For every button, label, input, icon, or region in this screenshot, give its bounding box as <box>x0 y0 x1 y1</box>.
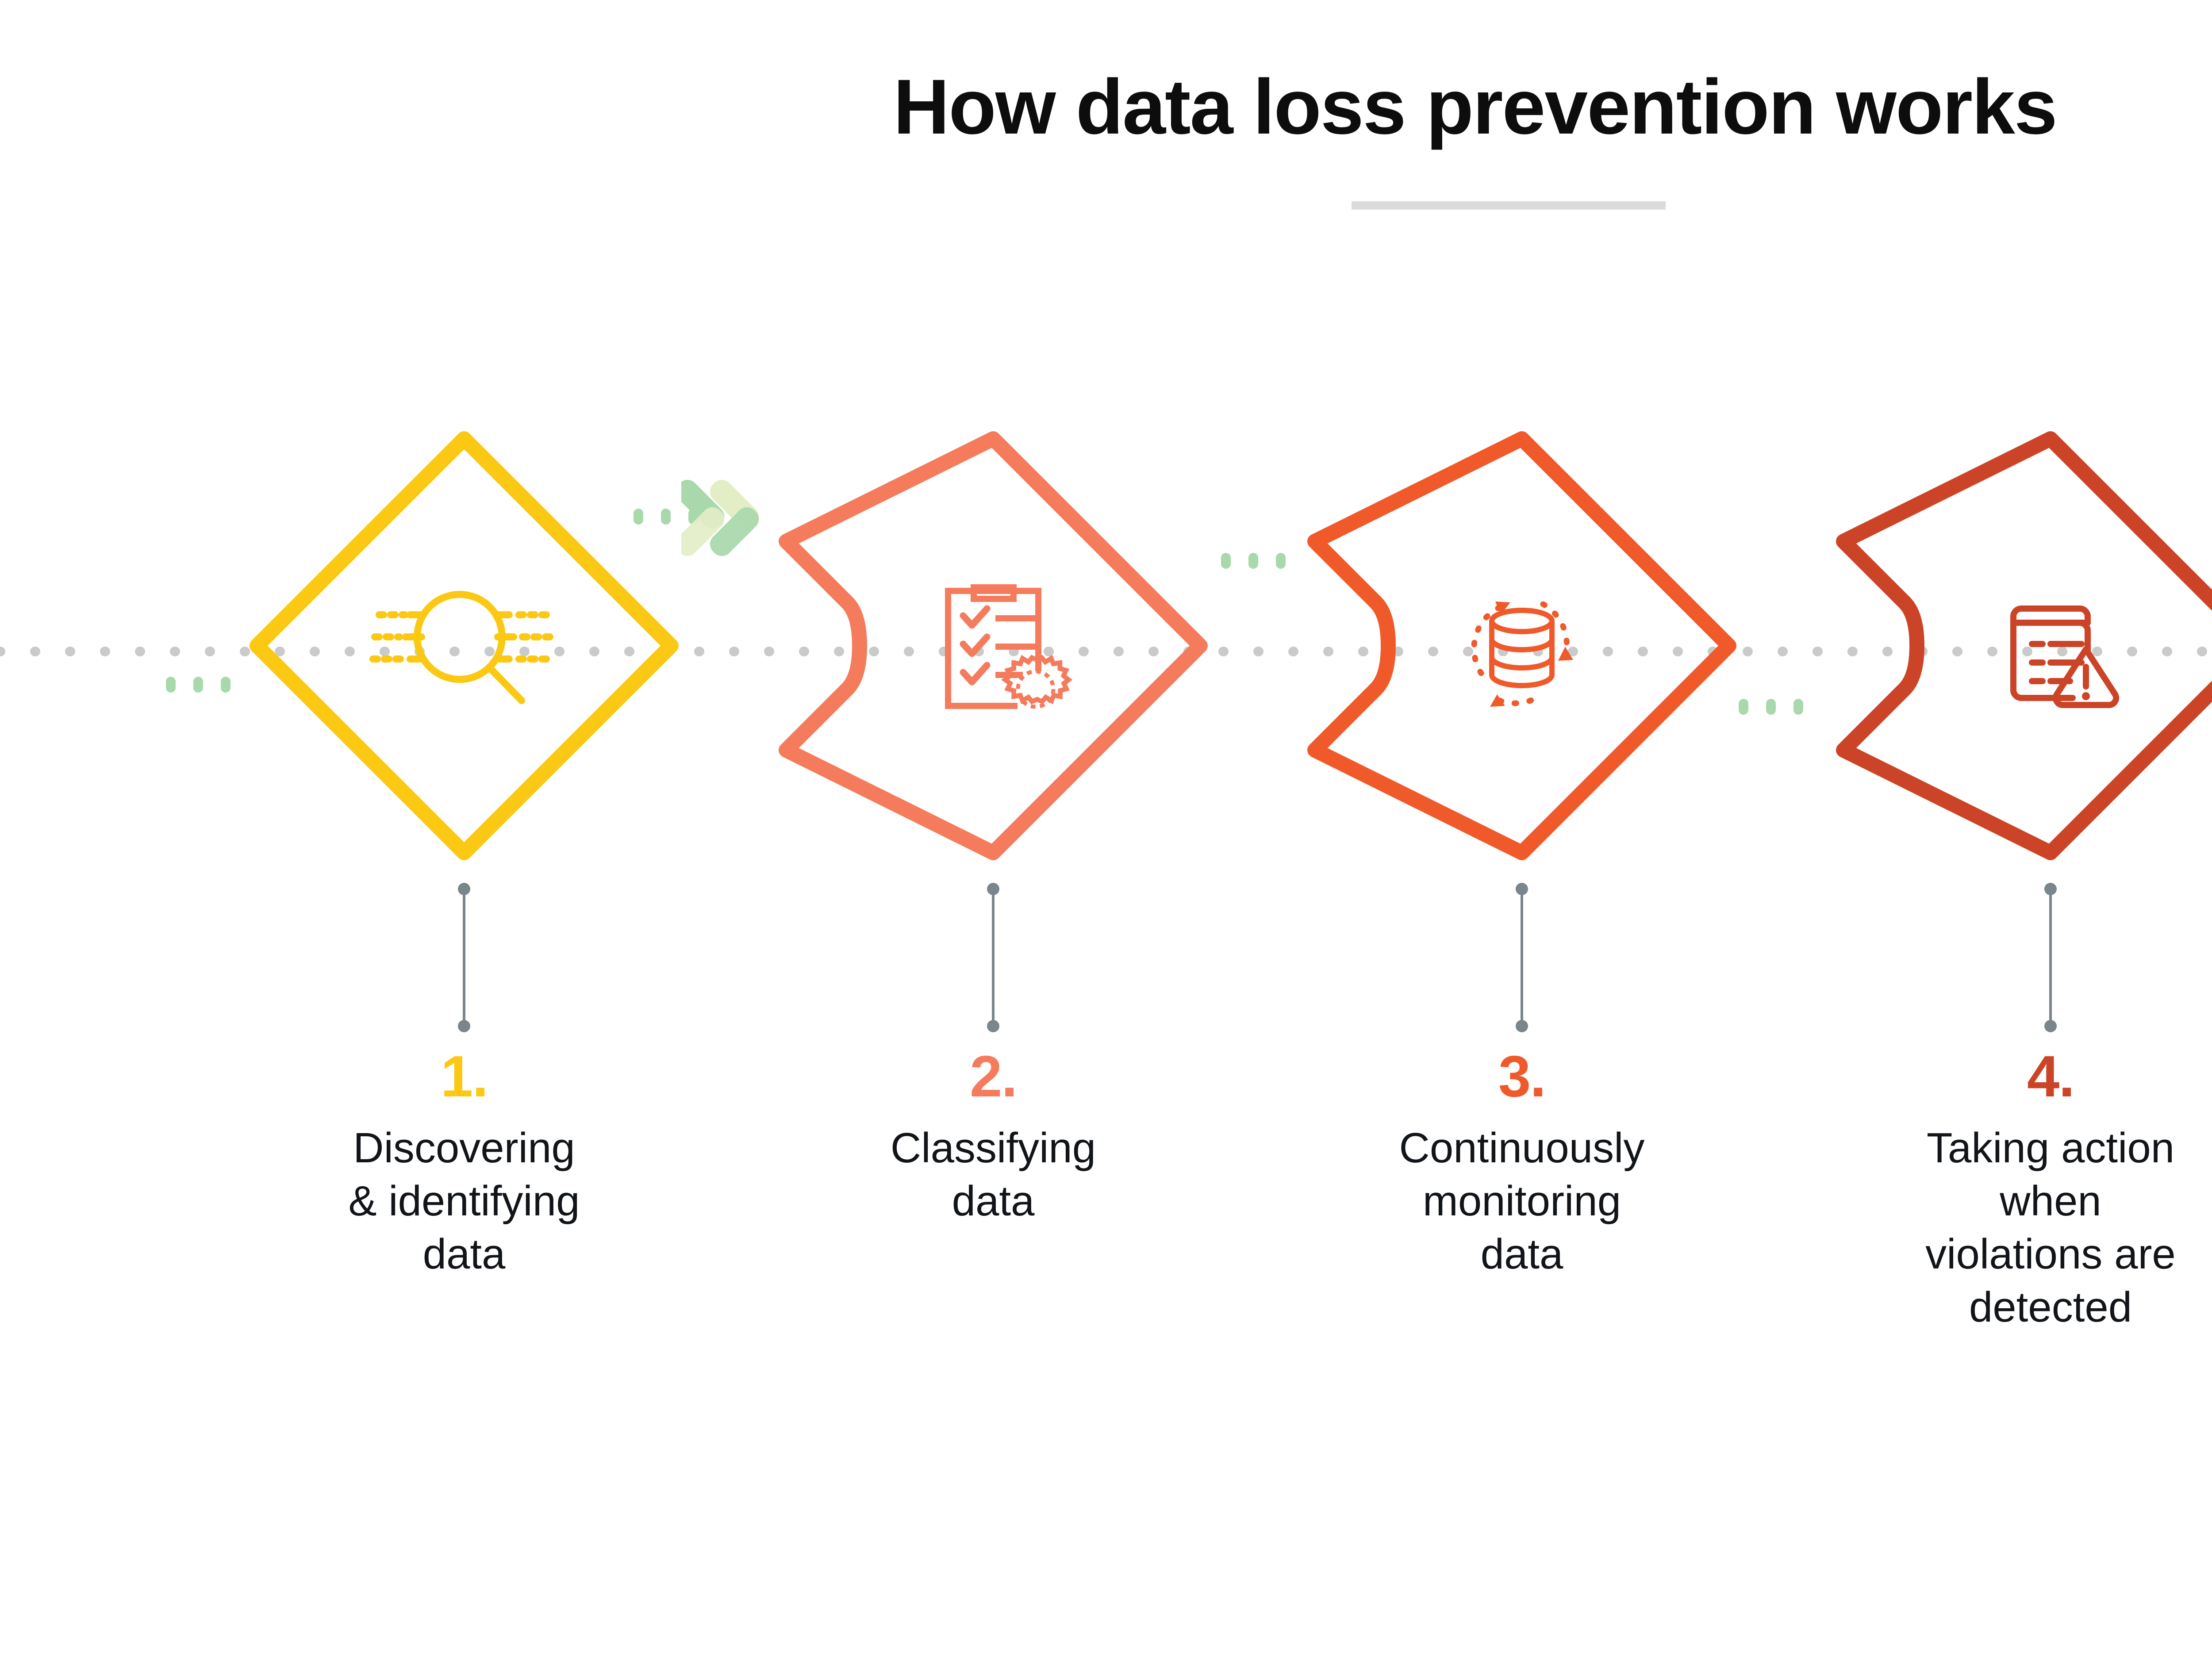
accent-pill <box>193 677 203 693</box>
accent-pills-c <box>1221 553 1286 569</box>
stem-dot-top <box>2044 883 2057 895</box>
step-1-number: 1. <box>440 1044 488 1109</box>
accent-pill <box>1221 553 1231 569</box>
stem-dot-bottom <box>458 1020 470 1032</box>
step-4-diamond <box>1816 411 2212 880</box>
accent-pill <box>1793 699 1803 715</box>
stem-dot-top <box>1516 883 1528 895</box>
stem-dot-bottom <box>2044 1020 2057 1032</box>
step-4-number: 4. <box>2027 1044 2075 1109</box>
step-3-stem <box>1516 883 1528 1032</box>
step-1-diamond <box>230 411 699 880</box>
magnifier-icon <box>230 411 699 880</box>
stem-line <box>463 889 465 1026</box>
accent-pill <box>1766 699 1776 715</box>
step-3-number: 3. <box>1498 1044 1546 1109</box>
accent-pill <box>166 677 176 693</box>
stem-dot-bottom <box>987 1020 999 1032</box>
stem-line <box>2049 889 2052 1026</box>
step-3-diamond <box>1287 411 1756 880</box>
accent-pill <box>1276 553 1286 569</box>
accent-pill <box>1739 699 1748 715</box>
page-title: How data loss prevention works <box>893 64 2058 150</box>
window-alert-icon <box>1816 411 2212 880</box>
step-1-stem <box>458 883 470 1032</box>
chevron-forward-icon-a <box>681 469 783 571</box>
stem-line <box>1521 889 1523 1026</box>
stem-dot-bottom <box>1516 1020 1528 1032</box>
step-2-diamond <box>759 411 1228 880</box>
accent-pills-a <box>166 677 230 693</box>
database-refresh-icon <box>1287 411 1756 880</box>
stem-dot-top <box>987 883 999 895</box>
stem-dot-top <box>458 883 470 895</box>
clipboard-checklist-seal-icon <box>759 411 1228 880</box>
accent-pills-d <box>1739 699 1803 715</box>
accent-pill <box>221 677 230 693</box>
accent-pill <box>661 509 671 525</box>
accent-pill <box>634 509 643 525</box>
title-underline-rule <box>1352 201 1666 210</box>
accent-pill <box>1248 553 1258 569</box>
step-2-number: 2. <box>969 1044 1018 1109</box>
process-baseline <box>0 647 2212 656</box>
step-4-stem <box>2044 883 2057 1032</box>
step-2-stem <box>987 883 999 1032</box>
stem-line <box>992 889 995 1026</box>
